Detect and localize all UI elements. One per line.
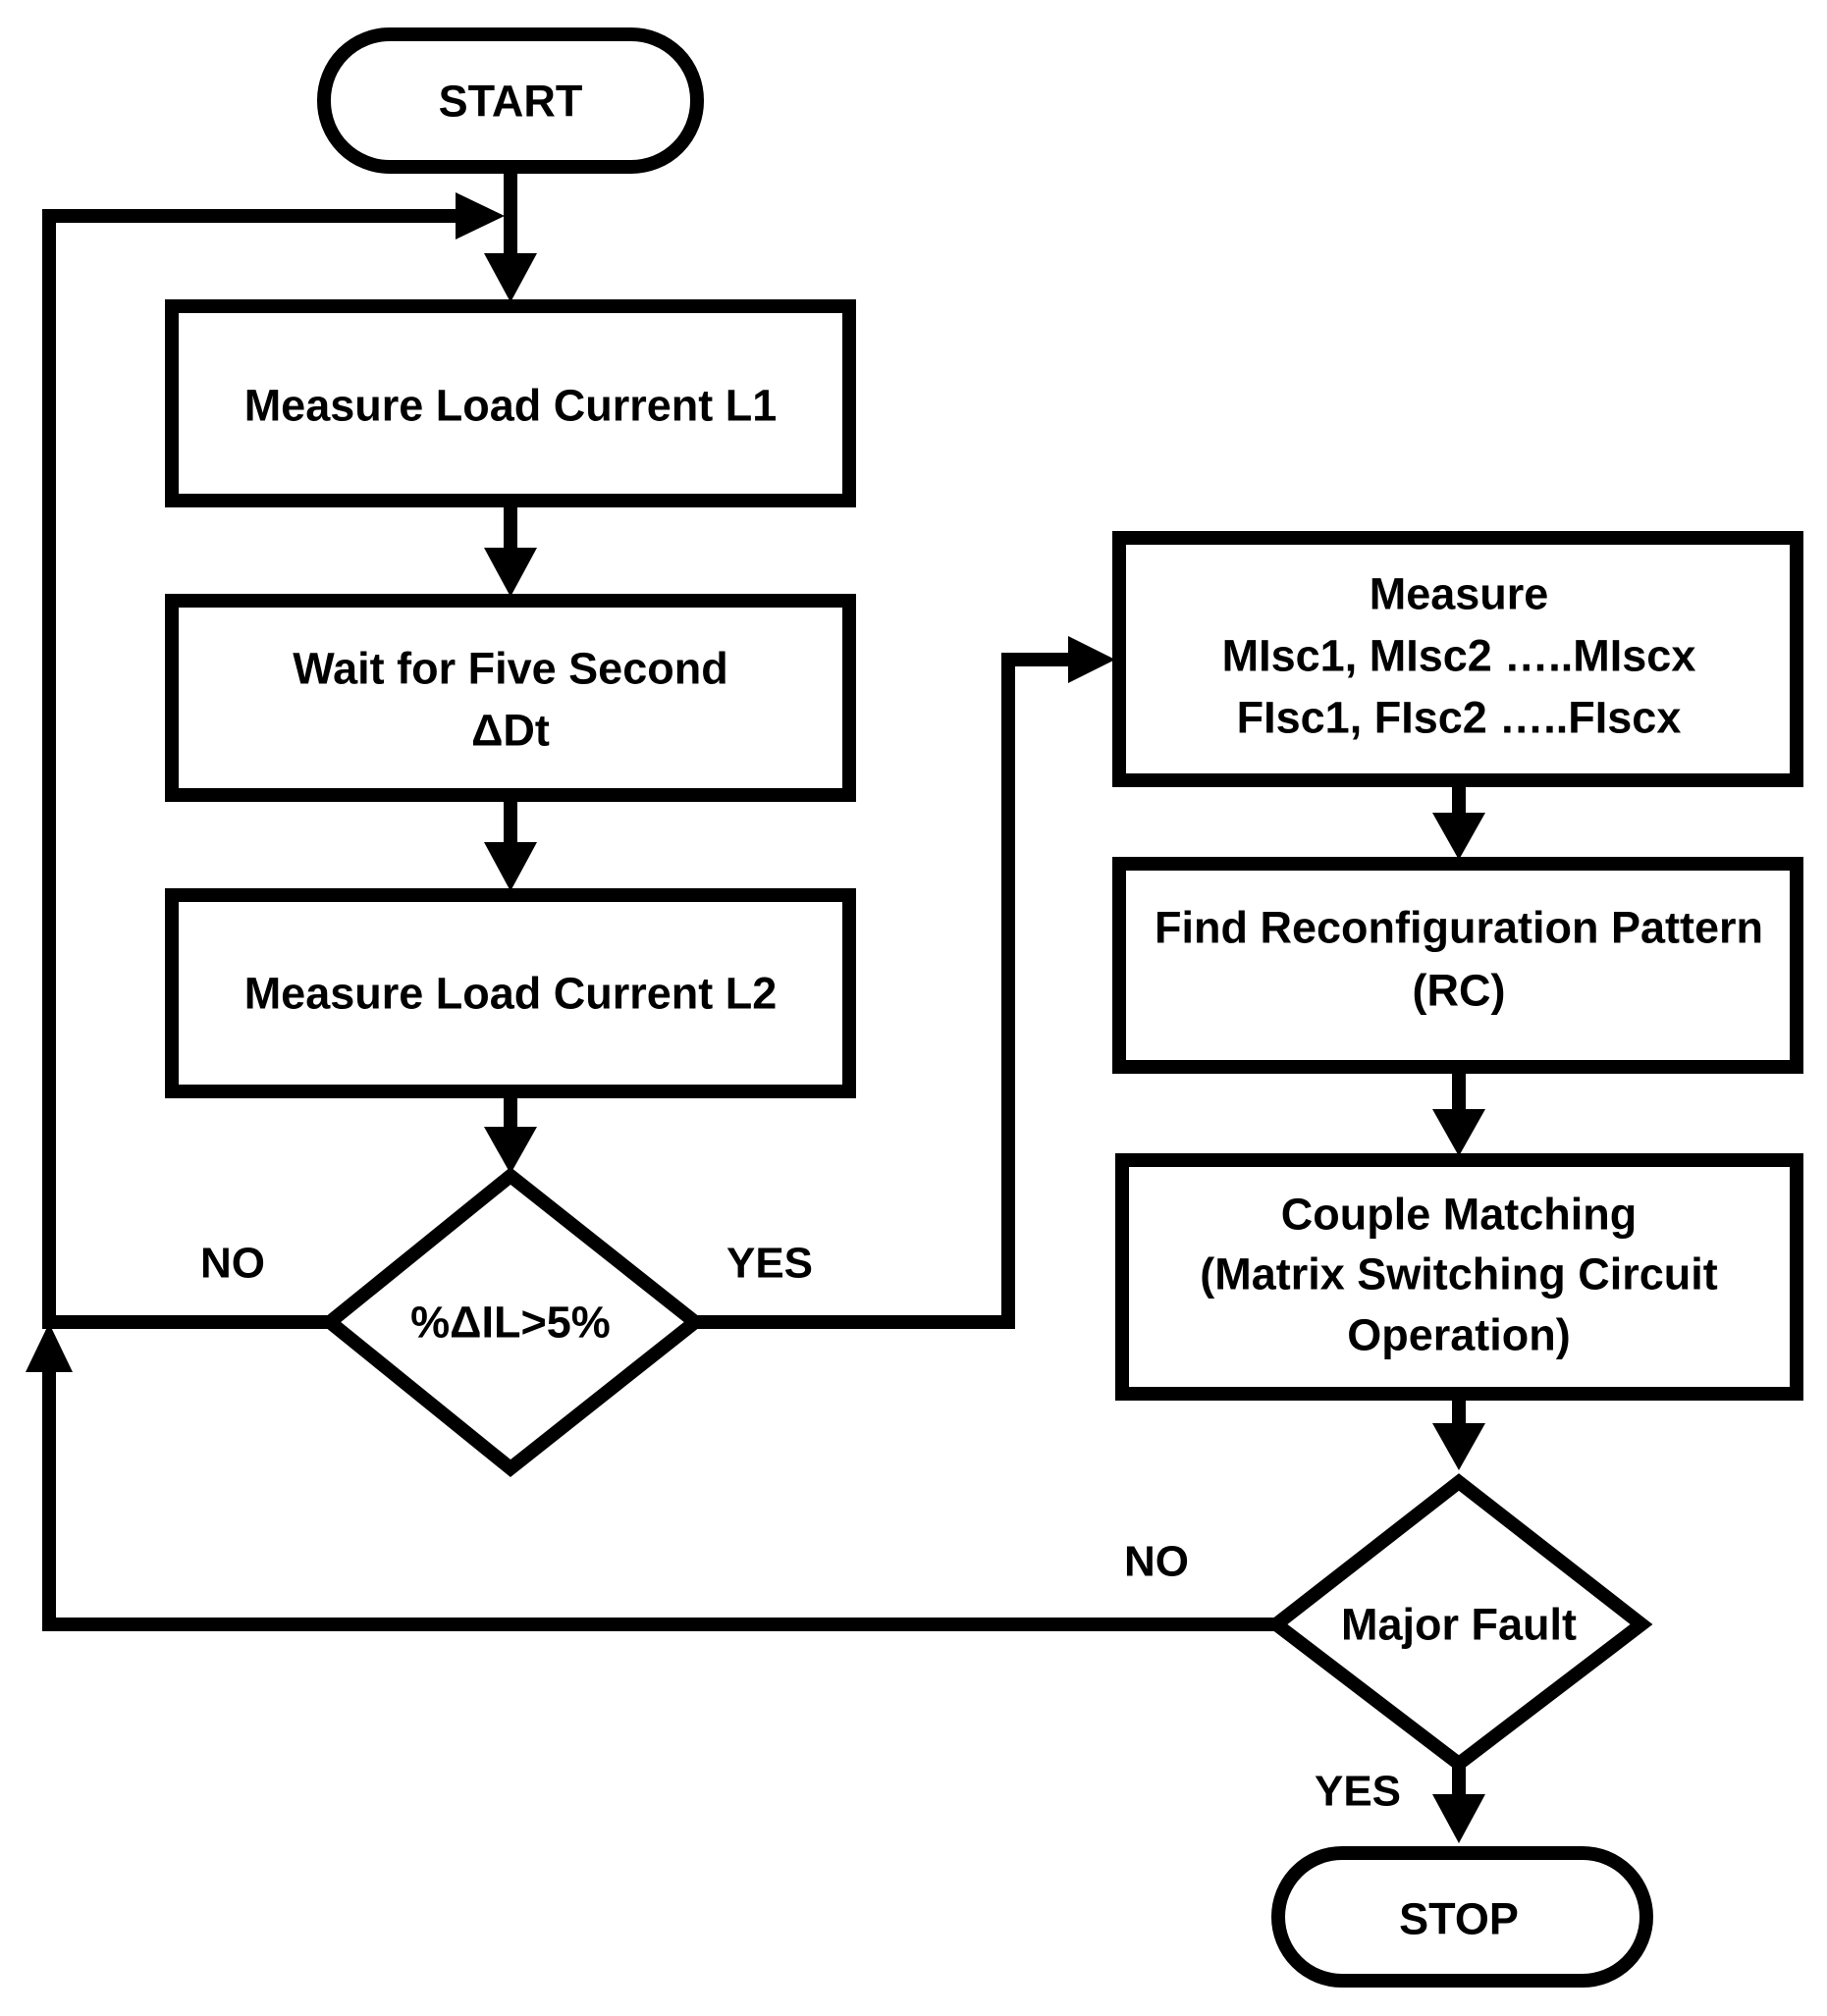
arrowhead-fault-loop-up — [26, 1323, 73, 1372]
arrowhead-to-couple — [1432, 1109, 1485, 1156]
process-measure-isc: Measure MIsc1, MIsc2 …..MIscx FIsc1, FIs… — [1112, 531, 1803, 787]
stop-terminator: STOP — [1271, 1846, 1653, 1988]
process-wait: Wait for Five Second ΔDt — [165, 594, 856, 802]
measure-isc-label-line1: Measure — [1370, 569, 1549, 619]
stop-label: STOP — [1399, 1894, 1519, 1944]
arrowhead-to-find-pattern — [1432, 813, 1485, 860]
edge-label-fault-yes: YES — [1315, 1768, 1401, 1816]
edge-label-delta-no: NO — [200, 1240, 265, 1288]
arrowhead-to-measure-l2 — [484, 842, 537, 891]
arrowhead-to-decision-fault — [1432, 1423, 1485, 1470]
start-terminator: START — [317, 27, 704, 174]
edge-label-delta-yes: YES — [726, 1240, 813, 1288]
couple-label-line1: Couple Matching — [1281, 1190, 1637, 1240]
process-measure-l1: Measure Load Current L1 — [165, 299, 856, 507]
edge-label-fault-no: NO — [1124, 1538, 1189, 1586]
measure-isc-label-line3: FIsc1, FIsc2 …..FIscx — [1237, 693, 1682, 743]
decision-major-fault: Major Fault — [1264, 1473, 1653, 1773]
arrowhead-loop-return — [456, 192, 505, 239]
measure-isc-label-line2: MIsc1, MIsc2 …..MIscx — [1222, 631, 1696, 681]
find-pattern-label-line1: Find Reconfiguration Pattern — [1155, 903, 1763, 953]
start-label: START — [439, 77, 583, 127]
wait-label-line2: ΔDt — [471, 706, 550, 756]
measure-l1-label: Measure Load Current L1 — [244, 381, 778, 431]
wait-label-line1: Wait for Five Second — [293, 644, 727, 694]
arrowhead-to-stop — [1432, 1794, 1485, 1843]
arrowhead-to-measure-isc — [1068, 636, 1115, 683]
process-measure-l2: Measure Load Current L2 — [165, 888, 856, 1098]
couple-label-line3: Operation) — [1347, 1310, 1571, 1360]
arrowhead-to-measure-l1 — [484, 253, 537, 302]
process-find-pattern: Find Reconfiguration Pattern (RC) — [1112, 857, 1803, 1074]
measure-l2-label: Measure Load Current L2 — [244, 969, 778, 1019]
arrowhead-to-decision-delta — [484, 1127, 537, 1174]
process-couple-matching: Couple Matching (Matrix Switching Circui… — [1115, 1153, 1803, 1401]
couple-label-line2: (Matrix Switching Circuit — [1200, 1249, 1718, 1300]
decision-delta-il: %ΔIL>5% — [318, 1167, 707, 1477]
connector-delta-no-loop — [42, 209, 461, 1329]
find-pattern-label-line2: (RC) — [1413, 966, 1506, 1016]
decision-fault-label: Major Fault — [1341, 1600, 1577, 1650]
connector-delta-yes-path — [695, 653, 1070, 1329]
connector-fault-no-loop — [42, 1369, 1276, 1631]
decision-delta-label: %ΔIL>5% — [410, 1298, 611, 1348]
arrowhead-to-wait — [484, 548, 537, 597]
